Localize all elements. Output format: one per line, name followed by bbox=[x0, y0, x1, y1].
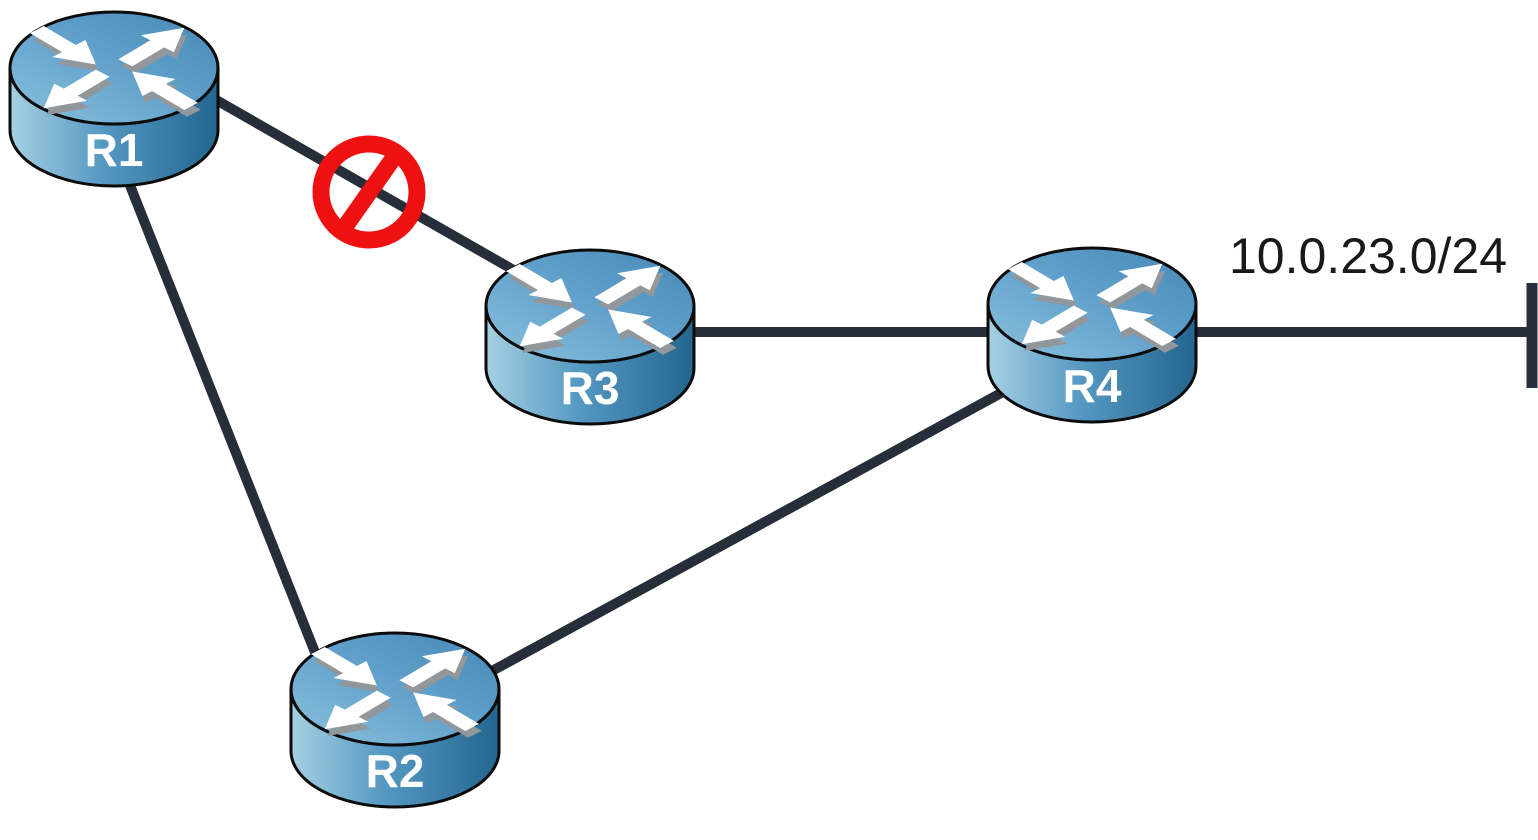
router-r4: R4 bbox=[988, 248, 1196, 422]
router-label-r1: R1 bbox=[85, 124, 144, 176]
blocked-icon bbox=[312, 135, 426, 249]
link-r1-r2 bbox=[107, 138, 325, 667]
router-label-r2: R2 bbox=[366, 745, 425, 797]
router-label-r3: R3 bbox=[561, 362, 620, 414]
router-r1: R1 bbox=[10, 12, 218, 186]
network-label: 10.0.23.0/24 bbox=[1229, 228, 1507, 284]
router-r2: R2 bbox=[291, 633, 499, 807]
blocked-icon-slash bbox=[335, 148, 404, 236]
router-label-r4: R4 bbox=[1063, 360, 1122, 412]
link-r2-r4 bbox=[467, 364, 1048, 688]
router-r3: R3 bbox=[486, 250, 694, 424]
blocked-icon-ring bbox=[312, 135, 426, 249]
